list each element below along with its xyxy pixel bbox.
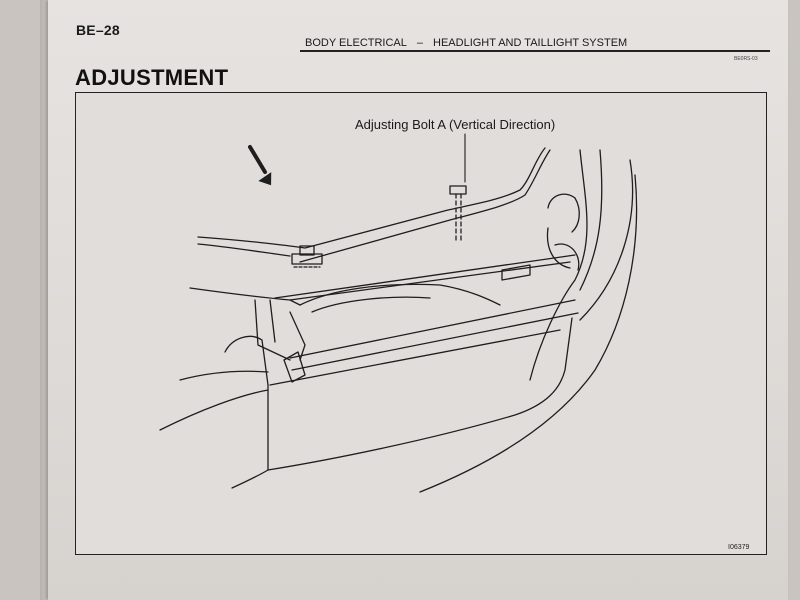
- adjusting-bolt-a-icon: [449, 185, 467, 241]
- figure-frame: [75, 92, 767, 555]
- binding-edge: [40, 0, 48, 600]
- callout-bolt-a: Adjusting Bolt A (Vertical Direction): [355, 117, 556, 132]
- header-separator: –: [416, 37, 424, 49]
- doc-code: BE0RS-03: [734, 56, 758, 62]
- running-header: BODY ELECTRICAL–HEADLIGHT AND TAILLIGHT …: [305, 37, 627, 49]
- header-rule: [300, 50, 770, 52]
- section-title: ADJUSTMENT: [75, 65, 229, 90]
- figure-code: I06379: [728, 544, 750, 551]
- adjusting-bolt-b-icon: [291, 245, 323, 268]
- header-section: BODY ELECTRICAL: [305, 37, 407, 49]
- page-number: BE–28: [76, 22, 120, 38]
- header-subsection: HEADLIGHT AND TAILLIGHT SYSTEM: [433, 37, 628, 49]
- direction-arrow-icon: [248, 145, 272, 186]
